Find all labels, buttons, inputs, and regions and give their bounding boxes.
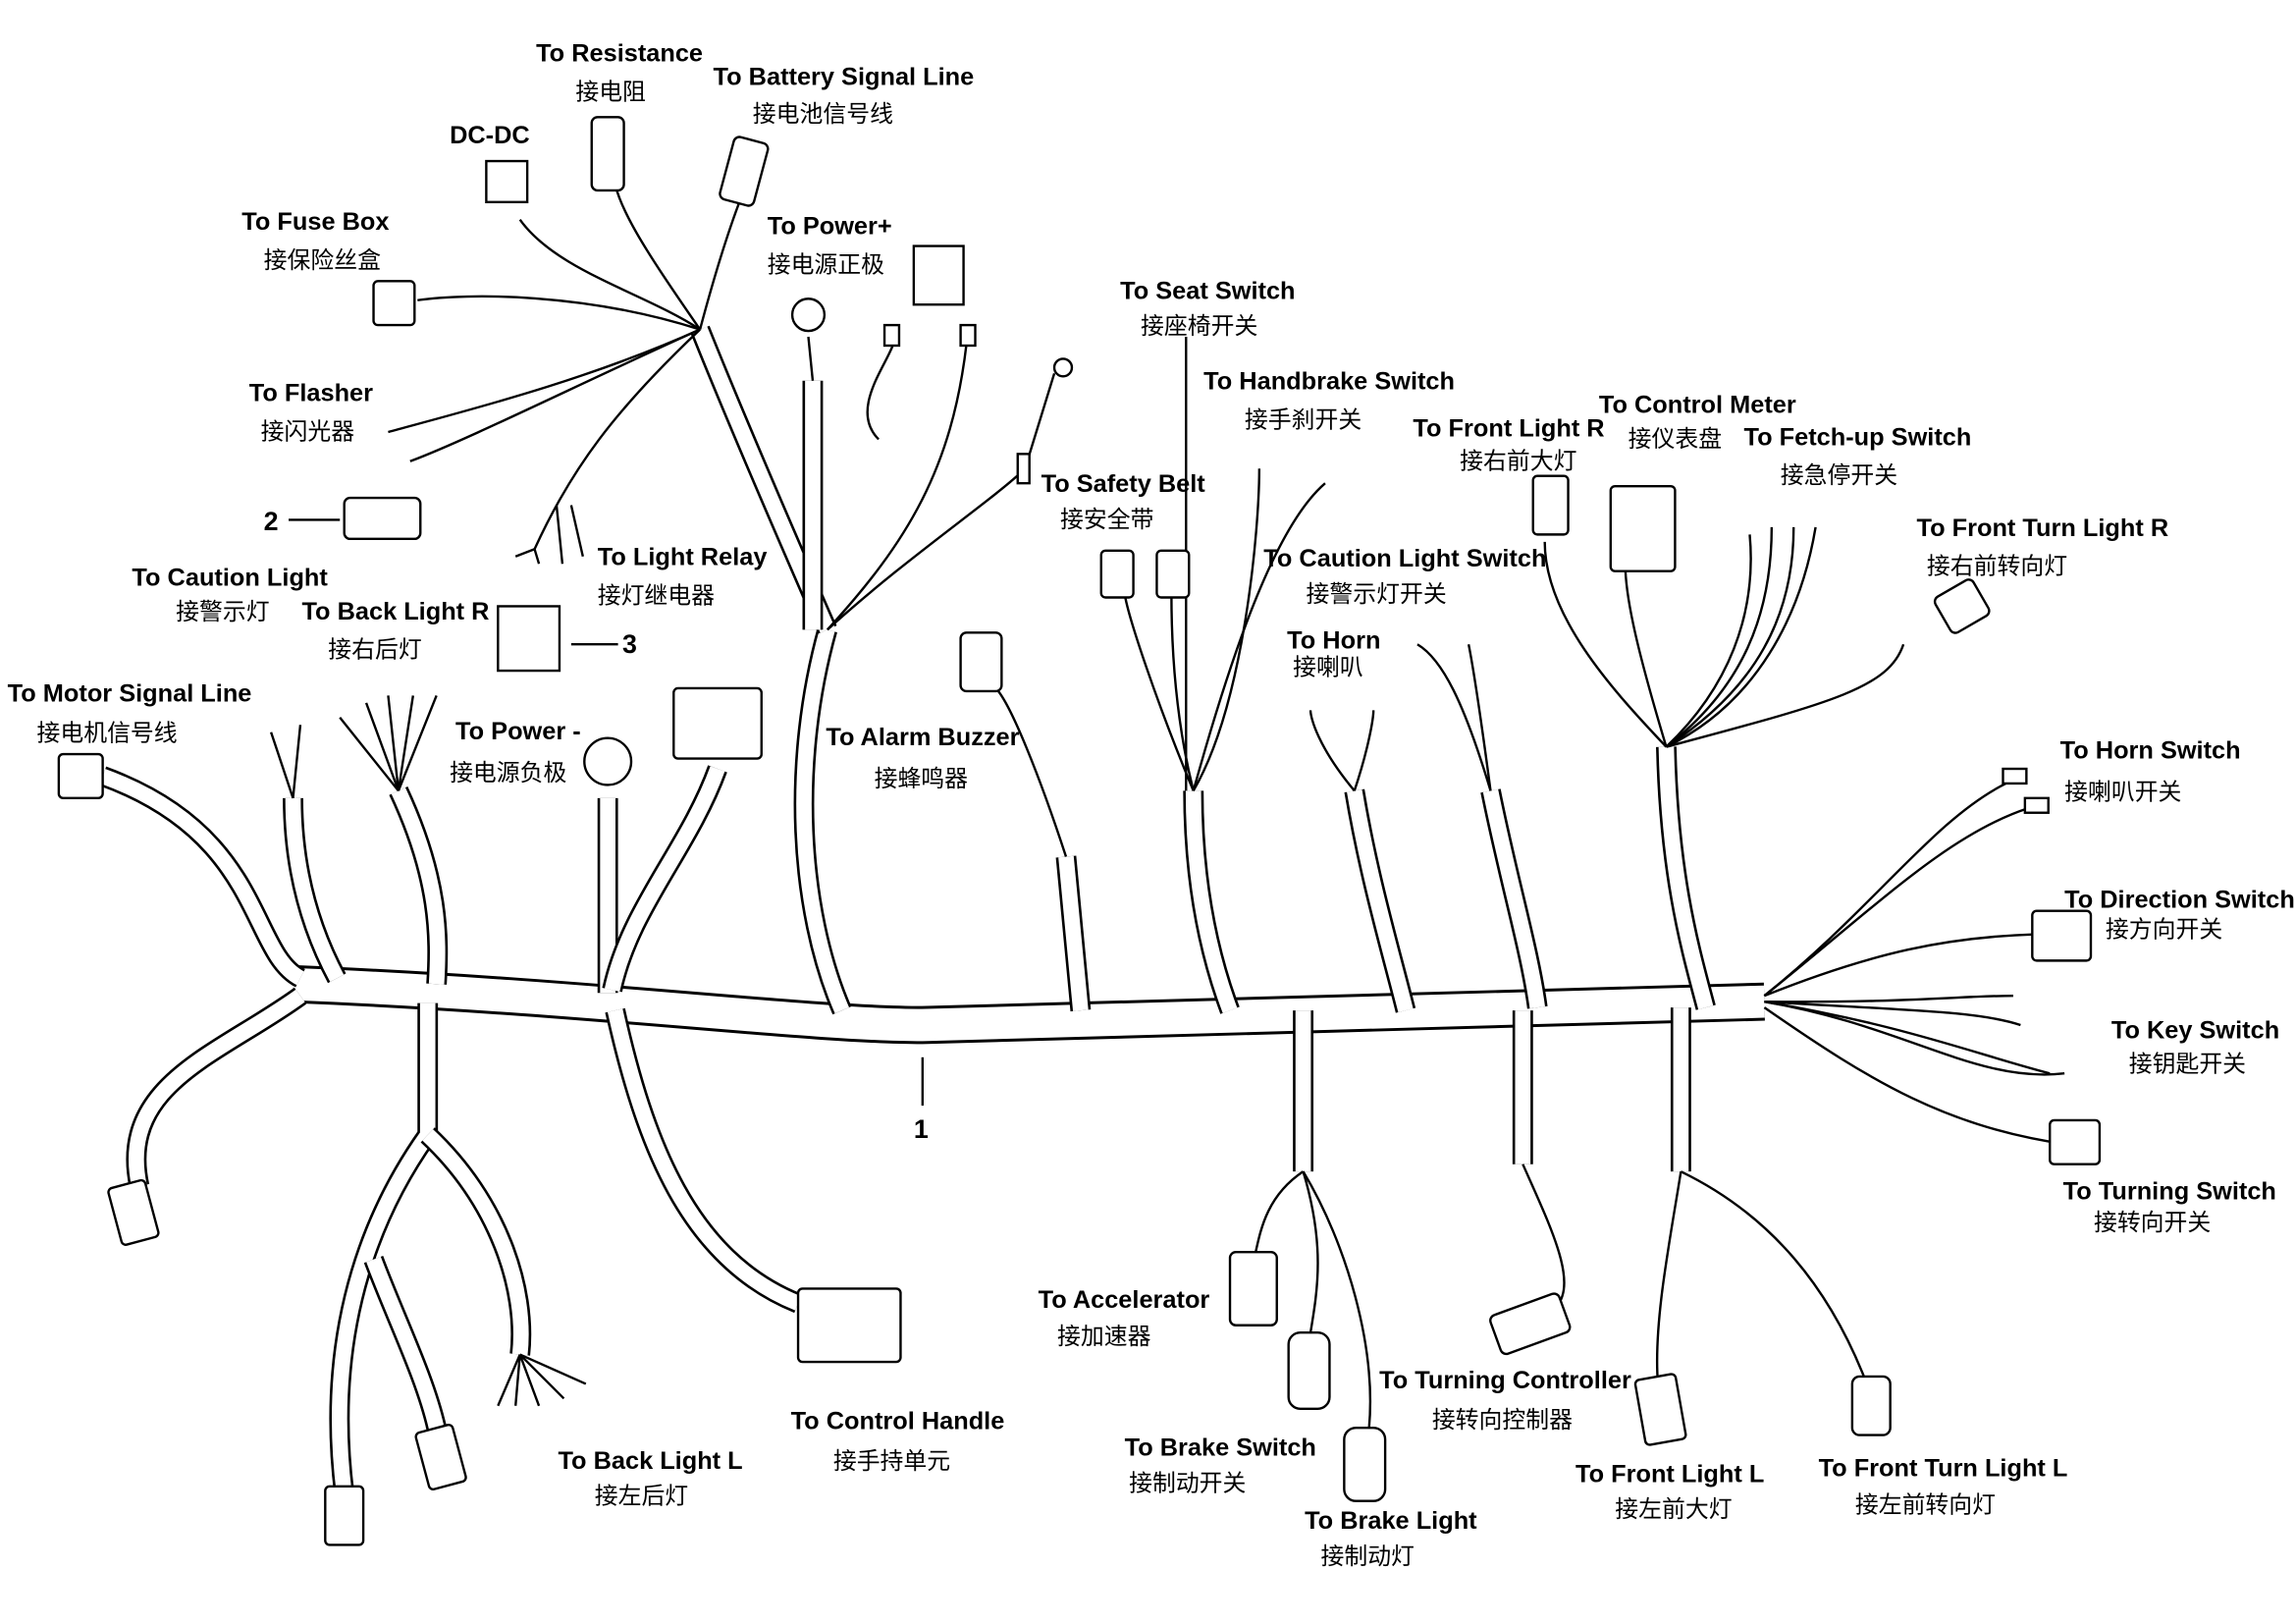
label-front-light-l-zh: 接左前大灯 <box>1615 1495 1732 1523</box>
label-handbrake-switch: To Handbrake Switch <box>1203 368 1455 396</box>
callout-3: 3 <box>622 629 637 659</box>
label-turning-switch-zh: 接转向开关 <box>2094 1209 2211 1236</box>
label-flasher-zh: 接闪光器 <box>261 417 355 445</box>
callout-2: 2 <box>264 507 279 536</box>
label-back-light-l-zh: 接左后灯 <box>595 1483 688 1510</box>
label-power-minus: To Power - <box>455 718 581 745</box>
label-caution-light-switch: To Caution Light Switch <box>1263 545 1546 572</box>
label-dcdc: DC-DC <box>450 122 530 149</box>
label-light-relay-zh: 接灯继电器 <box>598 581 715 609</box>
label-control-meter: To Control Meter <box>1599 392 1796 419</box>
label-back-light-r-zh: 接右后灯 <box>328 636 421 664</box>
label-flasher: To Flasher <box>249 380 373 407</box>
harness-branches <box>99 325 1716 1495</box>
label-alarm-buzzer-zh: 接蜂鸣器 <box>875 765 969 792</box>
label-accelerator-zh: 接加速器 <box>1057 1323 1151 1350</box>
label-control-handle: To Control Handle <box>791 1408 1005 1435</box>
label-resistance: To Resistance <box>536 40 703 68</box>
label-seat-switch: To Seat Switch <box>1120 277 1295 304</box>
label-fuse-box-zh: 接保险丝盒 <box>264 246 381 274</box>
label-accelerator: To Accelerator <box>1039 1286 1210 1314</box>
label-power-plus-zh: 接电源正极 <box>768 250 884 278</box>
label-turning-controller: To Turning Controller <box>1379 1367 1631 1394</box>
label-direction-switch: To Direction Switch <box>2064 887 2295 914</box>
label-back-light-l: To Back Light L <box>558 1447 742 1475</box>
label-fuse-box: To Fuse Box <box>241 208 389 236</box>
label-brake-switch: To Brake Switch <box>1125 1434 1316 1461</box>
label-caution-light-zh: 接警示灯 <box>176 598 269 625</box>
label-direction-switch-zh: 接方向开关 <box>2106 916 2222 944</box>
label-key-switch-zh: 接钥匙开关 <box>2129 1051 2246 1078</box>
main-harness <box>292 964 1765 1045</box>
connectors <box>57 116 2102 1546</box>
label-power-minus-zh: 接电源负极 <box>450 759 566 786</box>
label-back-light-r: To Back Light R <box>301 598 489 625</box>
label-brake-light-zh: 接制动灯 <box>1320 1543 1414 1570</box>
label-battery-signal-zh: 接电池信号线 <box>753 100 893 128</box>
label-front-turn-light-r: To Front Turn Light R <box>1917 514 2169 542</box>
label-front-light-r-zh: 接右前大灯 <box>1460 447 1576 474</box>
label-light-relay: To Light Relay <box>598 544 768 571</box>
label-brake-light: To Brake Light <box>1305 1507 1477 1535</box>
label-key-switch: To Key Switch <box>2111 1016 2279 1044</box>
label-resistance-zh: 接电阻 <box>575 78 646 105</box>
label-horn-switch: To Horn Switch <box>2060 737 2241 765</box>
label-brake-switch-zh: 接制动开关 <box>1129 1469 1246 1496</box>
label-control-meter-zh: 接仪表盘 <box>1629 425 1722 453</box>
label-battery-signal: To Battery Signal Line <box>714 64 975 91</box>
label-horn: To Horn <box>1287 627 1380 655</box>
label-control-handle-zh: 接手持单元 <box>833 1447 950 1475</box>
labels: To Resistance 接电阻 To Battery Signal Line… <box>8 40 2295 1570</box>
label-safety-belt: To Safety Belt <box>1041 470 1206 498</box>
wires <box>269 168 2072 1429</box>
label-safety-belt-zh: 接安全带 <box>1060 506 1153 533</box>
label-horn-zh: 接喇叭 <box>1293 654 1363 681</box>
callout-1: 1 <box>914 1114 929 1144</box>
label-horn-switch-zh: 接喇叭开关 <box>2064 778 2181 805</box>
label-front-turn-light-l: To Front Turn Light L <box>1819 1454 2068 1482</box>
label-front-turn-light-l-zh: 接左前转向灯 <box>1855 1491 1996 1519</box>
label-fetch-up-switch-zh: 接急停开关 <box>1781 461 1897 489</box>
label-motor-signal: To Motor Signal Line <box>8 679 252 707</box>
label-front-light-l: To Front Light L <box>1575 1460 1764 1488</box>
label-front-light-r: To Front Light R <box>1413 414 1604 442</box>
label-fetch-up-switch: To Fetch-up Switch <box>1744 423 1972 451</box>
label-front-turn-light-r-zh: 接右前转向灯 <box>1927 553 2067 580</box>
label-seat-switch-zh: 接座椅开关 <box>1141 312 1257 340</box>
label-caution-light-switch-zh: 接警示灯开关 <box>1307 580 1447 608</box>
label-motor-signal-zh: 接电机信号线 <box>37 720 178 747</box>
label-turning-switch: To Turning Switch <box>2063 1177 2276 1205</box>
label-alarm-buzzer: To Alarm Buzzer <box>826 724 1019 751</box>
label-handbrake-switch-zh: 接手刹开关 <box>1245 406 1362 433</box>
label-power-plus: To Power+ <box>768 213 892 241</box>
relay-unit <box>497 605 561 673</box>
flasher-unit <box>343 496 422 541</box>
label-caution-light: To Caution Light <box>132 565 328 592</box>
label-turning-controller-zh: 接转向控制器 <box>1432 1406 1573 1434</box>
